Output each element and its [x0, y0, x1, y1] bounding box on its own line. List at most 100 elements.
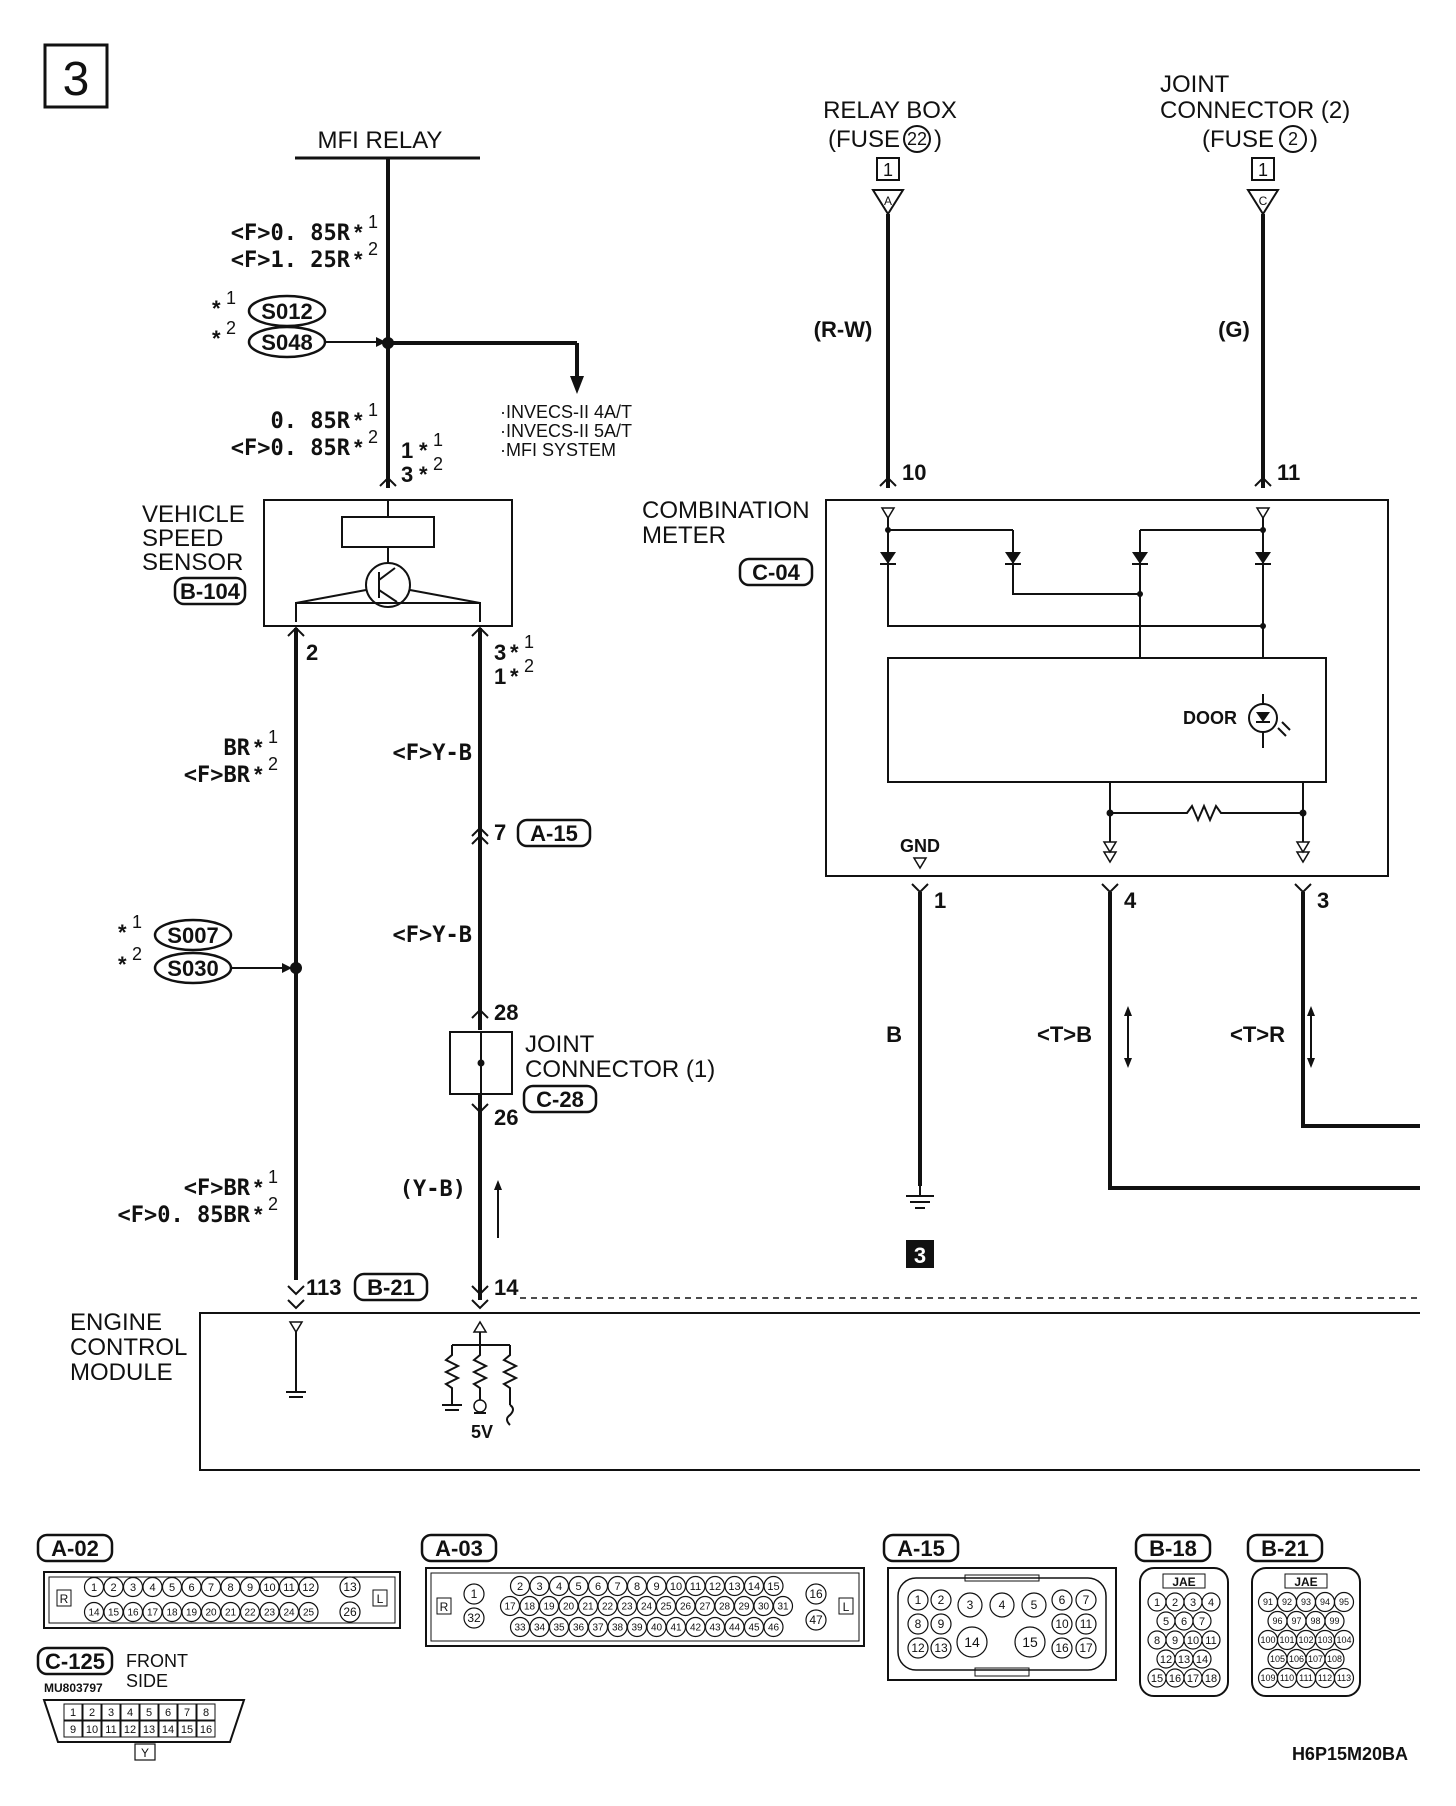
connector-l-box [838, 1597, 854, 1615]
wire-fyb-1: <F>Y-B [393, 741, 472, 766]
pin-label: 16 [127, 1608, 139, 1619]
star-num: 2 [132, 944, 142, 964]
pin-cell [63, 1720, 83, 1738]
connector-tag-a15 [516, 818, 592, 848]
pin-cell [177, 1703, 197, 1721]
ecm-label-2: CONTROL [70, 1334, 187, 1361]
pin-label: 17 [147, 1608, 159, 1619]
pin-label: 30 [758, 1602, 770, 1613]
connector-view-a03 [425, 1567, 865, 1647]
pin-circle [1324, 1648, 1345, 1670]
pin-label: 13 [934, 1641, 948, 1655]
connector-r: R [440, 1600, 449, 1614]
star: * [212, 326, 221, 351]
pin-label: 16 [1169, 1673, 1181, 1685]
connector-mark [287, 1299, 305, 1310]
vss-label-1: VEHICLE [142, 501, 245, 528]
part-number: MU803797 [44, 1681, 103, 1695]
pin-label: 1 [494, 664, 506, 689]
star-num: 2 [268, 754, 278, 774]
pin-label: 23 [264, 1608, 276, 1619]
pin-label: 7 [1199, 1616, 1205, 1628]
connector-tag-b21 [353, 1272, 429, 1302]
pin-label: 9 [1172, 1635, 1178, 1647]
pin-label: 1 [1154, 1597, 1160, 1609]
meter-internal-wire [887, 564, 1263, 627]
pin-circle [463, 1583, 485, 1605]
connector-view-tag-a03 [420, 1533, 498, 1563]
pin-label: 32 [467, 1611, 481, 1625]
connector-mark [471, 1285, 489, 1296]
pin-label: 99 [1329, 1616, 1339, 1626]
pin-label: 45 [748, 1623, 760, 1634]
paren: ) [934, 126, 942, 153]
meter-terminal [880, 507, 896, 520]
branch-note-3: ·MFI SYSTEM [500, 440, 616, 460]
pin-label: 11 [690, 1581, 701, 1593]
pin-circle [298, 1576, 319, 1598]
wire-tb: <T>B [1037, 1022, 1092, 1047]
arrow-head [1124, 1058, 1132, 1068]
pin-label: 8 [203, 1707, 209, 1719]
pin-label: 2 [938, 1593, 945, 1607]
pin-label: 103 [1317, 1635, 1332, 1645]
pin-label: 8 [634, 1581, 640, 1593]
connector-b104: B-104 [180, 579, 241, 604]
pin-label: 38 [612, 1623, 624, 1634]
pin-circle [1201, 1630, 1221, 1650]
pin-label: 102 [1298, 1635, 1313, 1645]
connector-y: Y [141, 1746, 149, 1760]
pin-label: 41 [670, 1623, 682, 1634]
star: * [419, 462, 428, 487]
wire-f085r: <F>0. 85R [231, 221, 351, 246]
star: * [354, 220, 363, 245]
pin-label: 14 [88, 1608, 100, 1619]
pin-label: 2 [110, 1582, 116, 1594]
star-num: 1 [368, 400, 378, 420]
fuse-number-circle [903, 125, 931, 153]
vss-internal-wire [295, 589, 367, 604]
meter-terminal [1102, 851, 1118, 864]
wire-085r: 0. 85R [271, 409, 351, 434]
splice-s048 [247, 325, 327, 359]
pin-circle [1051, 1637, 1073, 1659]
pin-label: 108 [1327, 1654, 1342, 1664]
connector-c04: C-04 [752, 560, 800, 585]
connector-tag-c28 [522, 1084, 598, 1114]
pin-label: 9 [938, 1617, 945, 1631]
pin-circle [763, 1616, 784, 1638]
source-box-1-label: 1 [1258, 160, 1268, 180]
transistor-symbol [365, 562, 411, 608]
splice-s048-label: S048 [261, 330, 312, 355]
gnd-label: GND [900, 836, 940, 856]
pin-label: 12 [911, 1641, 925, 1655]
pin-label: 16 [809, 1587, 823, 1601]
pin-label: 39 [631, 1623, 643, 1634]
pin-cell [63, 1703, 83, 1721]
pin-label: 9 [653, 1581, 659, 1593]
pin-label: 10 [902, 460, 926, 485]
diode [1005, 552, 1021, 564]
star: * [510, 664, 519, 689]
connector-key [964, 1574, 1040, 1582]
connector-view-tag-b18 [1134, 1533, 1212, 1563]
connector-mark [1101, 883, 1119, 894]
wire-g: (G) [1218, 317, 1250, 342]
pin-cell [101, 1703, 121, 1721]
branch-note-1: ·INVECS-II 4A/T [500, 402, 632, 422]
ecm-terminal [288, 1321, 304, 1334]
pin-label: 91 [1263, 1597, 1273, 1607]
connector-triangle-c [1246, 189, 1280, 216]
connector-view-a03-inner [430, 1572, 860, 1642]
pin-circle [1324, 1610, 1345, 1632]
paren: ) [1310, 126, 1318, 153]
pin-label: 26 [680, 1602, 692, 1613]
pin-label: 10 [670, 1581, 682, 1593]
pin-label: 26 [494, 1105, 518, 1130]
pin-cell [120, 1720, 140, 1738]
connector-view-a15-inner [897, 1577, 1107, 1671]
junction-dot [1260, 623, 1266, 629]
diode [1255, 552, 1271, 564]
pin-label: 10 [86, 1724, 98, 1736]
